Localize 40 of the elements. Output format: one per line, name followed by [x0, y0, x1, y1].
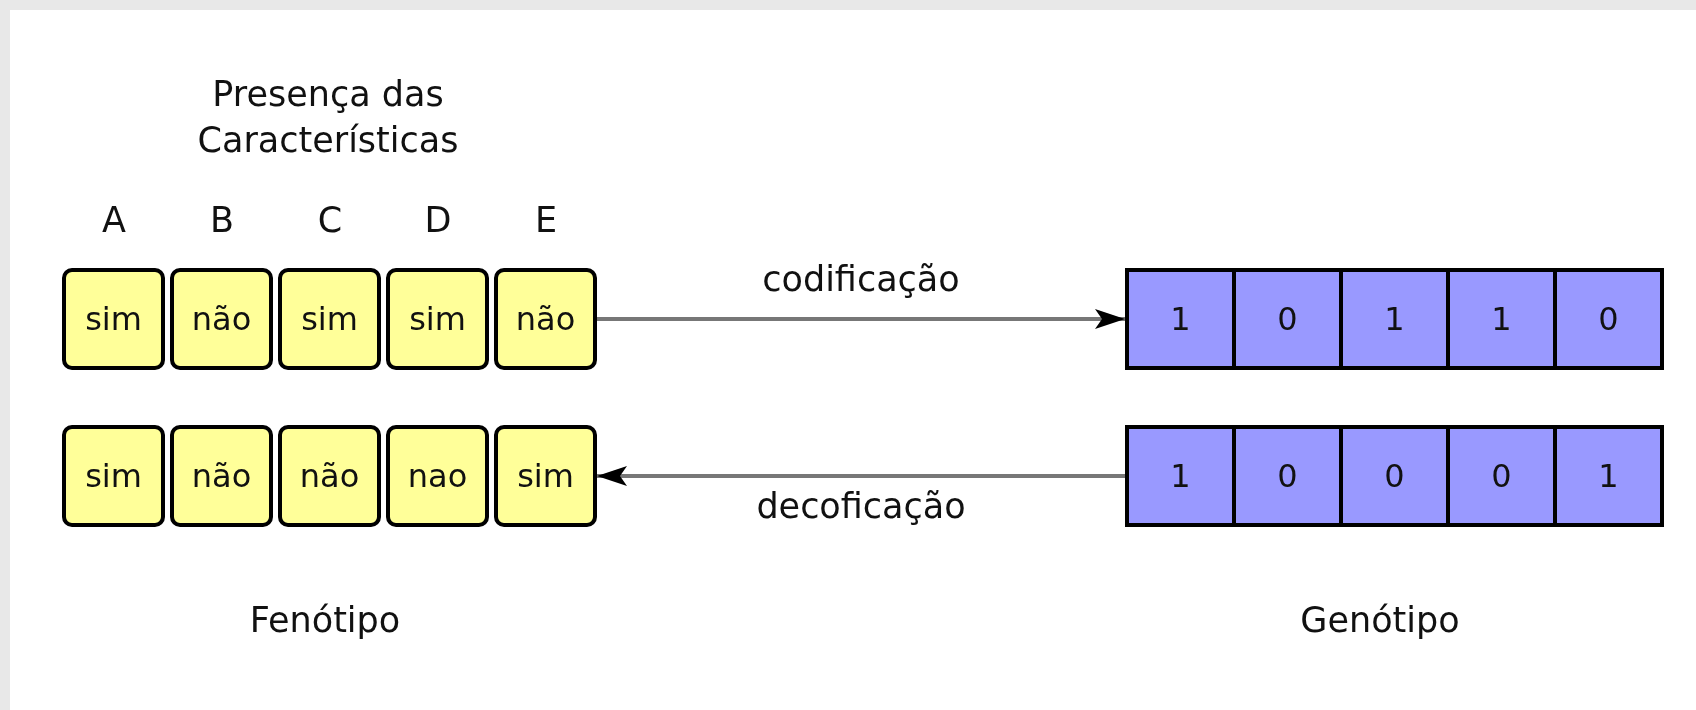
phenotype-cell	[278, 268, 381, 370]
cell-value: não	[515, 300, 576, 338]
phenotype-cell	[62, 268, 165, 370]
arrow	[597, 466, 1125, 486]
phenotype-cell	[278, 425, 381, 527]
cell-value: 0	[1277, 457, 1298, 495]
cell-value: 0	[1491, 457, 1512, 495]
phenotype-cell	[386, 268, 489, 370]
cell-value: nao	[407, 457, 468, 495]
caption: Fenótipo	[249, 599, 401, 642]
cell-value: não	[299, 457, 360, 495]
cell-value: 1	[1384, 300, 1405, 338]
column-letter: B	[210, 199, 234, 242]
cell-value: 0	[1277, 300, 1298, 338]
column-letter: E	[534, 199, 558, 242]
caption: Genótipo	[1300, 599, 1460, 642]
phenotype-cell	[170, 268, 273, 370]
cell-value: sim	[409, 300, 466, 338]
cell-value: 1	[1170, 300, 1191, 338]
column-letter: C	[317, 199, 343, 242]
cell-value: sim	[301, 300, 358, 338]
phenotype-cell	[386, 425, 489, 527]
phenotype-cell	[494, 268, 597, 370]
cell-value: 0	[1384, 457, 1405, 495]
cell-value: sim	[517, 457, 574, 495]
cell-value: sim	[85, 457, 142, 495]
cell-value: 1	[1598, 457, 1619, 495]
heading: Presença das Características	[196, 73, 460, 162]
phenotype-cell	[494, 425, 597, 527]
cell-value: não	[191, 457, 252, 495]
phenotype-cell	[62, 425, 165, 527]
column-letter: A	[102, 199, 126, 242]
cell-value: 1	[1170, 457, 1191, 495]
cell-value: não	[191, 300, 252, 338]
phenotype-cell	[170, 425, 273, 527]
cell-value: sim	[85, 300, 142, 338]
arrow	[597, 309, 1125, 329]
cell-value: 0	[1598, 300, 1619, 338]
column-letter: D	[424, 199, 452, 242]
cell-value: 1	[1491, 300, 1512, 338]
